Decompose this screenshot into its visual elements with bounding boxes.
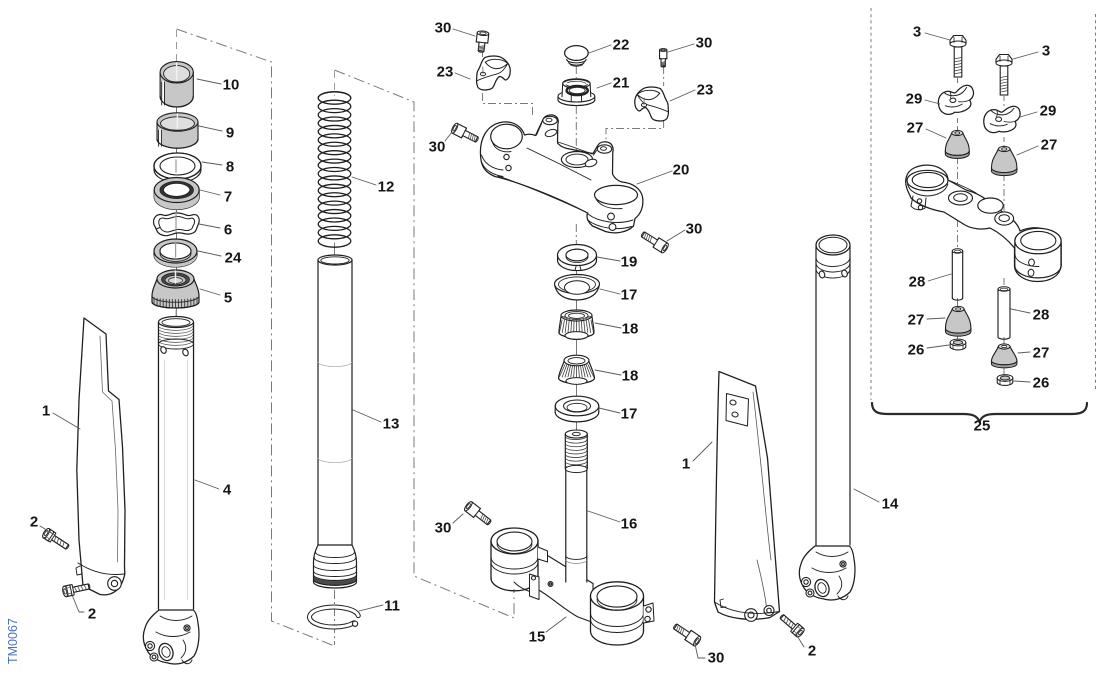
svg-text:24: 24 [225, 249, 242, 266]
svg-text:16: 16 [621, 515, 638, 532]
svg-text:1: 1 [42, 402, 50, 419]
svg-text:29: 29 [1040, 102, 1057, 119]
svg-text:17: 17 [621, 286, 638, 303]
svg-text:2: 2 [808, 642, 816, 659]
svg-text:12: 12 [378, 178, 395, 195]
svg-text:3: 3 [913, 23, 921, 40]
svg-text:6: 6 [224, 221, 232, 238]
svg-text:23: 23 [437, 63, 454, 80]
svg-text:30: 30 [429, 138, 446, 155]
svg-text:17: 17 [621, 405, 638, 422]
svg-text:26: 26 [1033, 374, 1050, 391]
svg-text:9: 9 [226, 124, 234, 141]
svg-text:22: 22 [613, 36, 630, 53]
svg-text:25: 25 [974, 417, 991, 434]
svg-text:30: 30 [435, 519, 452, 536]
svg-text:10: 10 [223, 76, 240, 93]
svg-text:21: 21 [613, 74, 630, 91]
svg-text:18: 18 [622, 320, 639, 337]
svg-text:2: 2 [88, 605, 96, 622]
svg-text:23: 23 [697, 81, 714, 98]
svg-text:18: 18 [622, 367, 639, 384]
svg-text:7: 7 [224, 188, 232, 205]
svg-text:20: 20 [673, 161, 690, 178]
svg-text:28: 28 [909, 273, 926, 290]
svg-text:1: 1 [682, 455, 690, 472]
svg-text:28: 28 [1033, 306, 1050, 323]
svg-text:TM0067: TM0067 [6, 618, 20, 664]
svg-text:27: 27 [1033, 344, 1050, 361]
svg-text:8: 8 [226, 158, 234, 175]
svg-text:13: 13 [383, 415, 400, 432]
svg-text:15: 15 [529, 628, 546, 645]
svg-text:14: 14 [882, 495, 899, 512]
svg-text:26: 26 [908, 341, 925, 358]
svg-text:29: 29 [906, 90, 923, 107]
svg-text:30: 30 [696, 34, 713, 51]
svg-text:19: 19 [621, 253, 638, 270]
svg-text:27: 27 [908, 311, 925, 328]
svg-text:30: 30 [686, 220, 703, 237]
svg-text:2: 2 [30, 513, 38, 530]
svg-text:30: 30 [708, 649, 725, 666]
svg-text:5: 5 [224, 289, 232, 306]
svg-text:3: 3 [1042, 42, 1050, 59]
svg-text:27: 27 [907, 119, 924, 136]
svg-text:11: 11 [384, 597, 400, 614]
svg-text:4: 4 [223, 481, 232, 498]
svg-text:27: 27 [1041, 136, 1058, 153]
svg-text:30: 30 [435, 19, 452, 36]
